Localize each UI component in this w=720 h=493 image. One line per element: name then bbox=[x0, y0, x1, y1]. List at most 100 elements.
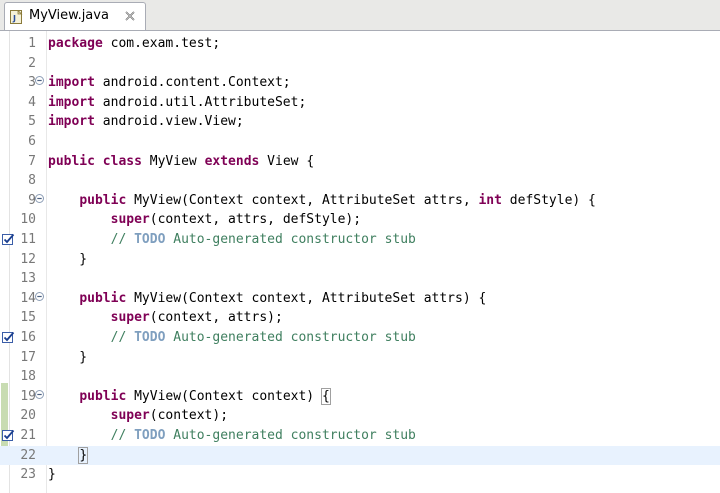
code-line[interactable]: 20 super(context); bbox=[0, 406, 720, 426]
code-text: super(context, attrs, defStyle); bbox=[48, 210, 361, 230]
fold-collapse-icon[interactable] bbox=[35, 291, 44, 301]
code-token: (context, attrs); bbox=[149, 310, 283, 326]
line-number: 6 bbox=[28, 134, 36, 149]
code-token: (context, attrs, defStyle); bbox=[149, 212, 362, 228]
line-number: 23 bbox=[20, 467, 36, 483]
change-marker bbox=[1, 383, 8, 455]
code-text: // TODO Auto-generated constructor stub bbox=[48, 230, 416, 250]
close-icon[interactable] bbox=[123, 9, 137, 23]
code-token bbox=[48, 193, 79, 208]
code-token: MyView(Context context, AttributeSet att… bbox=[126, 192, 479, 208]
code-line[interactable]: 11 // TODO Auto-generated constructor st… bbox=[0, 230, 720, 250]
keyword-token: public bbox=[79, 290, 127, 306]
code-token: MyView bbox=[141, 153, 205, 169]
keyword-token: package bbox=[48, 36, 103, 51]
todo-tag: TODO bbox=[134, 330, 166, 345]
keyword-token: import bbox=[48, 114, 95, 130]
code-line[interactable]: 15 super(context, attrs); bbox=[0, 308, 720, 328]
task-checkbox-icon[interactable] bbox=[2, 233, 15, 246]
code-line[interactable]: 4 import android.util.AttributeSet; bbox=[0, 93, 720, 113]
task-checkbox-icon[interactable] bbox=[2, 331, 15, 344]
code-line[interactable]: 1 package com.exam.test; bbox=[0, 34, 720, 54]
line-number: 8 bbox=[28, 173, 36, 189]
code-token bbox=[48, 212, 111, 227]
keyword-token: import bbox=[48, 75, 95, 91]
line-number: 7 bbox=[28, 153, 36, 169]
svg-text:J: J bbox=[12, 14, 16, 23]
fold-collapse-icon[interactable] bbox=[35, 193, 44, 203]
line-number: 18 bbox=[20, 369, 36, 385]
line-number: 5 bbox=[28, 114, 36, 130]
keyword-token: public bbox=[79, 192, 127, 208]
keyword-token: public bbox=[48, 153, 95, 169]
comment-token: // bbox=[110, 330, 135, 345]
line-number: 16 bbox=[20, 330, 36, 345]
code-line[interactable]: 14 public MyView(Context context, Attrib… bbox=[0, 289, 720, 309]
code-line[interactable]: 8 bbox=[0, 171, 720, 191]
line-number: 19 bbox=[20, 388, 36, 404]
code-token: android.content.Context; bbox=[94, 75, 291, 91]
code-text: public MyView(Context context, Attribute… bbox=[48, 191, 596, 211]
code-text: import android.view.View; bbox=[48, 112, 244, 132]
code-line[interactable]: 12 } bbox=[0, 250, 720, 270]
code-line[interactable]: 9 public MyView(Context context, Attribu… bbox=[0, 191, 720, 211]
keyword-token: import bbox=[48, 94, 95, 110]
code-token: defStyle) { bbox=[501, 192, 596, 208]
code-token bbox=[48, 291, 79, 306]
annotation-ruler bbox=[0, 31, 10, 493]
java-file-icon: J bbox=[10, 10, 23, 24]
code-token: } bbox=[48, 467, 56, 483]
code-text: // TODO Auto-generated constructor stub bbox=[48, 426, 416, 446]
task-checkbox-icon[interactable] bbox=[2, 429, 15, 442]
code-token: View { bbox=[259, 153, 315, 169]
code-token bbox=[48, 310, 111, 325]
code-line[interactable]: 10 super(context, attrs, defStyle); bbox=[0, 210, 720, 230]
code-text: import android.util.AttributeSet; bbox=[48, 93, 306, 113]
keyword-token: extends bbox=[204, 153, 260, 169]
code-line[interactable]: 16 // TODO Auto-generated constructor st… bbox=[0, 328, 720, 348]
code-token bbox=[48, 330, 111, 345]
text-cursor bbox=[87, 446, 89, 462]
code-token: (context); bbox=[149, 408, 229, 424]
code-line[interactable]: 17 } bbox=[0, 348, 720, 368]
line-number: 1 bbox=[28, 36, 36, 51]
line-number: 17 bbox=[20, 349, 36, 365]
code-line[interactable]: 19 public MyView(Context context) { bbox=[0, 387, 720, 407]
line-number: 21 bbox=[20, 428, 36, 443]
code-token bbox=[48, 428, 111, 443]
code-text: // TODO Auto-generated constructor stub bbox=[48, 328, 416, 348]
code-line[interactable]: 5 import android.view.View; bbox=[0, 112, 720, 132]
code-token: android.view.View; bbox=[94, 114, 244, 130]
matched-bracket: } bbox=[78, 446, 89, 464]
code-token bbox=[48, 232, 111, 247]
line-number: 20 bbox=[20, 408, 36, 424]
code-text: } bbox=[48, 250, 87, 270]
code-token: } bbox=[48, 251, 88, 267]
code-text: public MyView(Context context) { bbox=[48, 387, 331, 407]
code-text: import android.content.Context; bbox=[48, 73, 291, 93]
code-token: com.exam.test; bbox=[102, 36, 221, 51]
code-text: package com.exam.test; bbox=[48, 34, 220, 54]
keyword-token: super bbox=[110, 212, 150, 228]
code-line[interactable]: 6 bbox=[0, 132, 720, 152]
code-line[interactable]: 21 // TODO Auto-generated constructor st… bbox=[0, 426, 720, 446]
code-token bbox=[48, 408, 111, 423]
code-line[interactable]: 18 bbox=[0, 367, 720, 387]
comment-token: // bbox=[110, 232, 135, 247]
code-text: } bbox=[48, 446, 89, 466]
code-token bbox=[95, 154, 103, 169]
keyword-token: public bbox=[79, 388, 127, 404]
code-line[interactable]: 22 } bbox=[0, 445, 720, 466]
code-line[interactable]: 13 bbox=[0, 269, 720, 289]
fold-collapse-icon[interactable] bbox=[35, 76, 44, 86]
code-token: android.util.AttributeSet; bbox=[94, 94, 307, 110]
comment-token: Auto-generated constructor stub bbox=[165, 232, 416, 247]
fold-collapse-icon[interactable] bbox=[35, 389, 44, 399]
code-line[interactable]: 2 bbox=[0, 54, 720, 74]
code-line[interactable]: 23} bbox=[0, 465, 720, 485]
line-number: 4 bbox=[28, 94, 36, 110]
editor-tab-myview[interactable]: J MyView.java bbox=[4, 2, 146, 30]
